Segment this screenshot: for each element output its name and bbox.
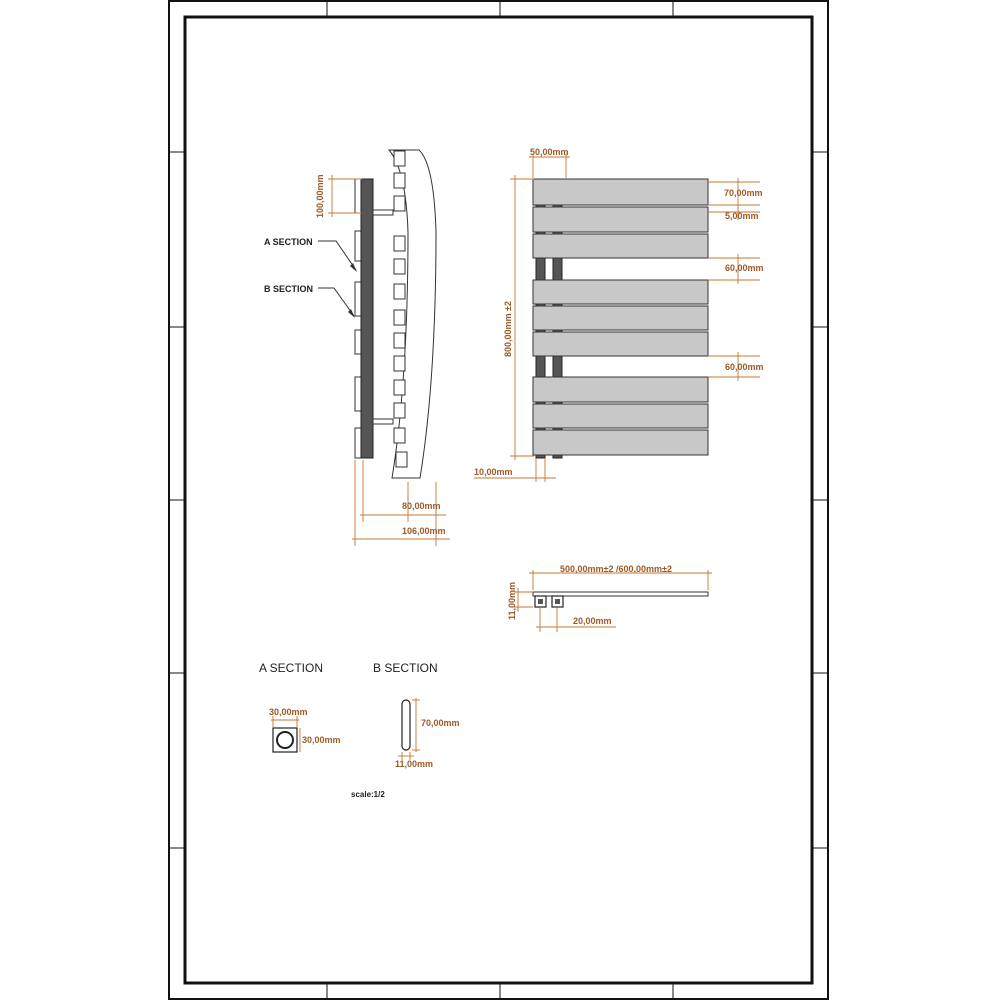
a-section-title: A SECTION	[259, 661, 323, 675]
dim-top-bar-spacing: 20,00mm	[573, 616, 612, 626]
frame-ticks	[169, 1, 828, 999]
dim-panel-height: 70,00mm	[724, 188, 763, 198]
dim-group-gap-2: 60,00mm	[725, 362, 764, 372]
scale-note: scale:1/2	[351, 790, 385, 799]
a-section-circle	[276, 731, 294, 749]
front-panel	[532, 206, 709, 233]
a-section-drawing: 30,00mm 30,00mm	[269, 707, 341, 753]
top-dimension-lines	[514, 570, 712, 632]
front-panel	[532, 429, 709, 456]
dim-depth-106: 106,00mm	[402, 526, 446, 536]
dim-group-gap-1: 60,00mm	[725, 263, 764, 273]
b-section-profile	[401, 699, 411, 751]
leader-a-arrowhead	[350, 263, 357, 272]
top-view: 500,00mm±2 /600,00mm±2 11,00mm 20,00mm	[507, 564, 712, 632]
leader-b-section	[318, 287, 355, 317]
top-bar-right-core	[555, 599, 560, 604]
side-bracket-top	[372, 209, 394, 216]
top-panel-profile	[532, 591, 709, 597]
front-panel	[532, 403, 709, 429]
front-panel	[532, 233, 709, 259]
dim-b-width: 11,00mm	[395, 759, 433, 769]
side-view: 100,00mm 80,00mm 106,00mm A SECTION B SE…	[264, 149, 450, 546]
b-section-title: B SECTION	[373, 661, 438, 675]
dim-bar-width: 50,00mm	[530, 147, 569, 157]
wall-bricks	[393, 150, 408, 468]
top-bar-left-core	[538, 599, 543, 604]
dim-depth-80: 80,00mm	[402, 501, 441, 511]
label-a-section: A SECTION	[264, 237, 313, 247]
leader-b-arrowhead	[348, 309, 355, 318]
outer-border	[168, 0, 829, 1000]
front-view: 50,00mm 70,00mm 5,00mm 60,00mm 60,00mm 8…	[474, 147, 764, 482]
dim-a-width: 30,00mm	[269, 707, 308, 717]
b-section-drawing: 70,00mm 11,00mm	[395, 698, 460, 769]
dim-total-height: 800,00mm ±2	[503, 301, 513, 357]
dim-b-height: 70,00mm	[421, 718, 460, 728]
wall-profile	[387, 149, 437, 479]
side-bracket-bottom	[372, 418, 394, 425]
label-b-section: B SECTION	[264, 284, 313, 294]
dim-top-width: 500,00mm±2 /600,00mm±2	[560, 564, 672, 574]
front-panel	[532, 305, 709, 331]
inner-border	[183, 15, 814, 985]
front-panel	[532, 331, 709, 357]
dim-a-height: 30,00mm	[302, 735, 341, 745]
front-panel	[532, 376, 709, 403]
side-dimension-lines	[328, 175, 450, 546]
front-panel	[532, 279, 709, 305]
front-panel	[532, 178, 709, 206]
side-vertical-bar	[360, 178, 374, 459]
dim-panel-gap: 5,00mm	[725, 211, 759, 221]
leader-a-section	[318, 240, 357, 271]
dim-top-thickness: 11,00mm	[507, 582, 517, 620]
front-dimension-lines	[474, 154, 760, 482]
front-panels	[532, 178, 709, 456]
dim-bar-offset: 10,00mm	[474, 467, 513, 477]
drawing-frame	[168, 0, 829, 1000]
dim-top-panel: 100,00mm	[315, 174, 325, 218]
section-details: A SECTION B SECTION 30,00mm 30,00mm 70,0…	[259, 661, 460, 799]
